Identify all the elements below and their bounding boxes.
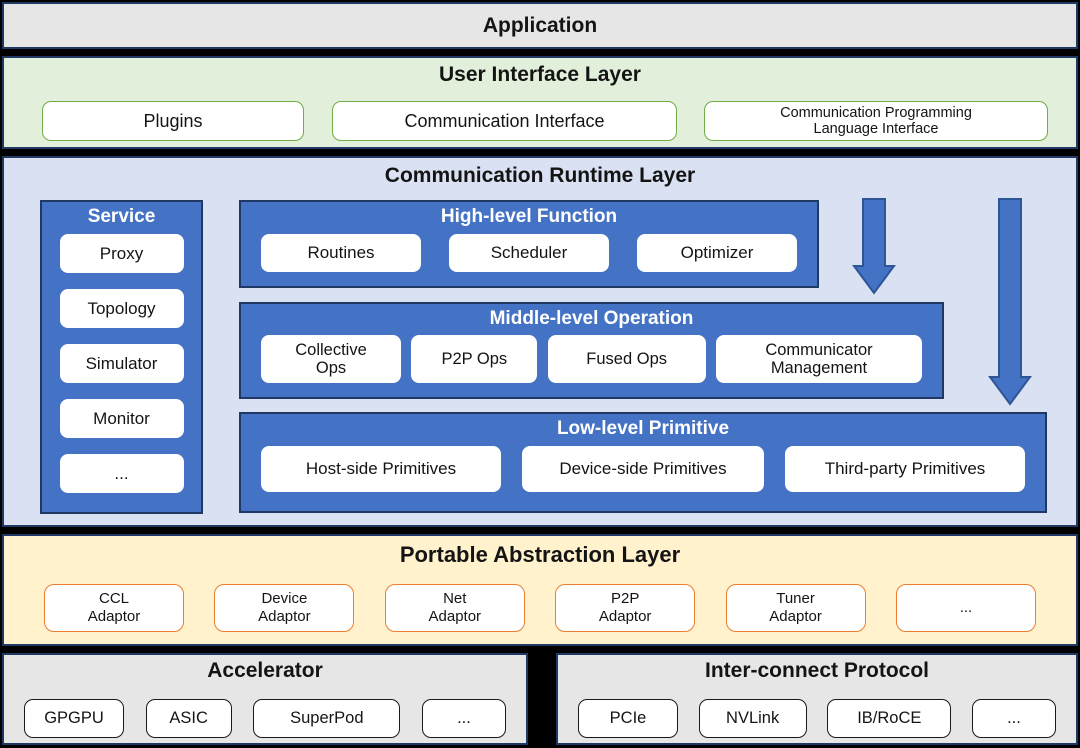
adaptor-more-box: ... — [895, 584, 1036, 632]
communication-runtime-layer-title: Communication Runtime Layer — [384, 164, 696, 187]
portable-abstraction-layer: Portable Abstraction Layer CCL Adaptor D… — [2, 534, 1078, 646]
superpod-box: SuperPod — [253, 699, 401, 738]
service-panel-title: Service — [87, 206, 156, 227]
accelerator-layer: Accelerator GPGPU ASIC SuperPod ... — [2, 653, 528, 745]
interconnect-more-box: ... — [971, 699, 1056, 738]
nvlink-box: NVLink — [698, 699, 807, 738]
plugins-box: Plugins — [42, 101, 304, 141]
user-interface-layer: User Interface Layer Plugins Communicati… — [2, 56, 1078, 149]
low-level-primitive-row: Host-side Primitives Device-side Primiti… — [241, 446, 1045, 492]
low-level-primitive-panel: Low-level Primitive Host-side Primitives… — [239, 412, 1047, 513]
service-item-proxy: Proxy — [59, 234, 184, 273]
service-item-more: ... — [59, 454, 184, 493]
communication-programming-language-interface-box: Communication Programming Language Inter… — [704, 101, 1048, 141]
tuner-adaptor-box: Tuner Adaptor — [725, 584, 866, 632]
ccl-adaptor-box: CCL Adaptor — [44, 584, 184, 632]
service-item-simulator: Simulator — [59, 344, 184, 383]
interconnect-protocol-layer: Inter-connect Protocol PCIe NVLink IB/Ro… — [556, 653, 1078, 745]
asic-box: ASIC — [145, 699, 232, 738]
routines-box: Routines — [261, 234, 421, 272]
low-level-primitive-title: Low-level Primitive — [556, 418, 730, 439]
adaptor-row: CCL Adaptor Device Adaptor Net Adaptor P… — [4, 584, 1076, 632]
gpgpu-box: GPGPU — [24, 699, 124, 738]
communication-runtime-layer: Communication Runtime Layer Service Prox… — [2, 156, 1078, 527]
p2p-ops-box: P2P Ops — [411, 335, 538, 383]
user-interface-layer-title: User Interface Layer — [439, 63, 641, 86]
pcie-box: PCIe — [578, 699, 678, 738]
accelerator-more-box: ... — [421, 699, 506, 738]
device-side-primitives-box: Device-side Primitives — [522, 446, 764, 492]
accelerator-row: GPGPU ASIC SuperPod ... — [4, 699, 526, 738]
optimizer-box: Optimizer — [637, 234, 797, 272]
middle-level-operation-panel: Middle-level Operation Collective Ops P2… — [239, 302, 944, 399]
high-level-function-panel: High-level Function Routines Scheduler O… — [239, 200, 819, 288]
fused-ops-box: Fused Ops — [547, 335, 706, 383]
service-item-topology: Topology — [59, 289, 184, 328]
middle-level-operation-title: Middle-level Operation — [489, 308, 694, 329]
p2p-adaptor-box: P2P Adaptor — [555, 584, 696, 632]
middle-level-operation-row: Collective Ops P2P Ops Fused Ops Communi… — [241, 335, 942, 383]
portable-abstraction-layer-title: Portable Abstraction Layer — [399, 542, 681, 567]
communication-interface-box: Communication Interface — [332, 101, 677, 141]
service-item-monitor: Monitor — [59, 399, 184, 438]
service-panel: Service Proxy Topology Simulator Monitor… — [40, 200, 203, 514]
interconnect-row: PCIe NVLink IB/RoCE ... — [558, 699, 1076, 738]
third-party-primitives-box: Third-party Primitives — [785, 446, 1025, 492]
scheduler-box: Scheduler — [449, 234, 609, 272]
collective-ops-box: Collective Ops — [261, 335, 401, 383]
accelerator-title: Accelerator — [207, 659, 323, 682]
host-side-primitives-box: Host-side Primitives — [261, 446, 501, 492]
ib-roce-box: IB/RoCE — [827, 699, 952, 738]
high-level-function-title: High-level Function — [440, 206, 618, 227]
net-adaptor-box: Net Adaptor — [384, 584, 525, 632]
high-level-function-row: Routines Scheduler Optimizer — [241, 234, 817, 272]
application-layer-title: Application — [482, 13, 598, 37]
application-layer: Application — [2, 2, 1078, 49]
device-adaptor-box: Device Adaptor — [214, 584, 355, 632]
interconnect-protocol-title: Inter-connect Protocol — [704, 659, 930, 682]
communicator-management-box: Communicator Management — [715, 335, 922, 383]
